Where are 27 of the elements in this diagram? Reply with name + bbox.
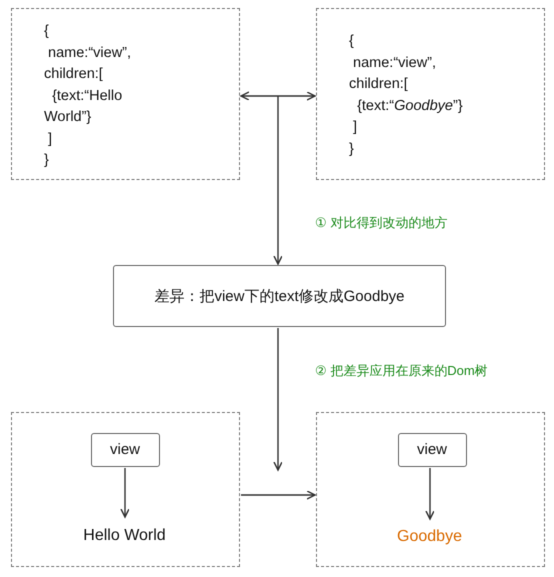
rectangle-box: 差异：把view下的text修改成Goodbye [113, 265, 446, 327]
arrow [273, 328, 283, 471]
code-line: {text:“Goodbye”} [356, 96, 464, 116]
dashed-panel [11, 412, 240, 567]
code-line: name:“view”, [47, 44, 132, 62]
code-line: } [349, 140, 355, 158]
code-panel [11, 8, 240, 180]
arrow [273, 96, 283, 265]
tree-text: Goodbye [394, 526, 464, 546]
code-line: { [44, 22, 50, 41]
code-line: children:[ [349, 75, 409, 94]
code-line: } [44, 151, 50, 170]
rectangle-box: view [90, 432, 160, 466]
dashed-panel [316, 412, 545, 567]
tree-text: Hello World [70, 524, 180, 546]
code-line: {text:“Hello World”} [44, 86, 124, 127]
code-line: { [349, 32, 355, 51]
arrow [241, 490, 316, 500]
code-line: ] [352, 118, 358, 137]
arrow [425, 468, 435, 520]
code-line: ] [47, 130, 54, 148]
code-line: children:[ [44, 65, 104, 84]
code-line: name:“view”, [352, 54, 438, 72]
arrow [120, 468, 130, 518]
double-arrow [240, 91, 316, 101]
code-panel [316, 8, 545, 180]
rectangle-box: view [398, 432, 466, 466]
